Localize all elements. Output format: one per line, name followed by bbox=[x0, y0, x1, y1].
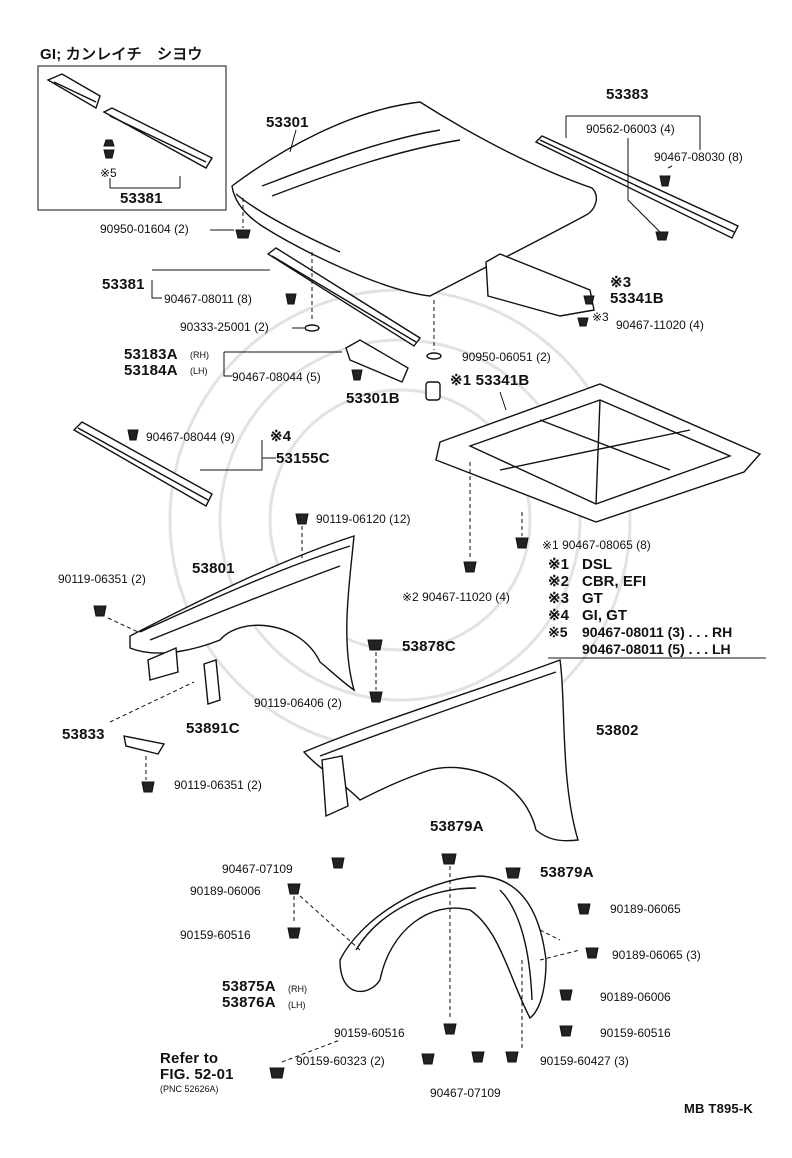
label-weatherstrip: 53381 bbox=[102, 276, 145, 293]
label-insulator-b: 53341B bbox=[610, 290, 664, 307]
label-bolt-e: 90159-60516 bbox=[180, 928, 251, 942]
hinge-bracket bbox=[345, 339, 409, 383]
label-bolt-i: 90159-60427 (3) bbox=[540, 1054, 629, 1068]
hood-insulator bbox=[435, 383, 762, 523]
label-bolt-b: 90119-06351 (2) bbox=[58, 572, 146, 586]
inset-mark: ※5 bbox=[100, 166, 117, 180]
front-fender-lh bbox=[129, 535, 356, 692]
label-refer-1: Refer to bbox=[160, 1050, 219, 1067]
hood-bumper bbox=[425, 381, 441, 401]
legend-text: GT bbox=[582, 590, 603, 607]
label-mark3b: ※3 bbox=[592, 310, 609, 324]
label-bolt-d: 90119-06351 (2) bbox=[174, 778, 262, 792]
legend-text: CBR, EFI bbox=[582, 573, 647, 590]
label-cushion-b: 90950-06051 (2) bbox=[462, 350, 551, 364]
legend-mark: ※3 bbox=[548, 590, 569, 607]
legend-text: 90467-08011 (3) . . . RH bbox=[582, 624, 733, 640]
cushion-icon bbox=[235, 229, 251, 239]
legend-mark: ※1 bbox=[548, 556, 569, 573]
label-liner-rh-side: (RH) bbox=[288, 984, 307, 994]
label-bracket-lh: 53184A bbox=[124, 362, 178, 379]
label-nut-c: 90189-06006 bbox=[190, 884, 261, 898]
inset-part-number: 53381 bbox=[120, 190, 163, 207]
wheel-liner bbox=[339, 875, 547, 1020]
label-bracket-rh: 53183A bbox=[124, 346, 178, 363]
label-lh: (LH) bbox=[190, 366, 208, 376]
label-bumper: 53301B bbox=[346, 390, 400, 407]
label-clip-c: 90467-11020 (4) bbox=[616, 318, 704, 332]
stay-rod bbox=[534, 135, 739, 239]
label-nut-b: 53879A bbox=[540, 864, 594, 881]
legend-row: ※5 90467-08011 (3) . . . RH bbox=[548, 624, 778, 641]
label-cushion-a: 90950-01604 (2) bbox=[100, 222, 189, 236]
label-insulator-main: ※1 53341B bbox=[450, 372, 530, 389]
label-fender-lh: 53801 bbox=[192, 560, 235, 577]
legend-row: ※1 DSL bbox=[548, 556, 778, 573]
inset-clip-icon bbox=[103, 139, 115, 147]
legend: ※1 DSL ※2 CBR, EFI ※3 GT ※4 GI, GT ※5 90467-0… bbox=[548, 556, 778, 658]
label-nut-d: 90189-06065 bbox=[610, 902, 681, 916]
label-nut-a: 53879A bbox=[430, 818, 484, 835]
inset-strip-right bbox=[102, 107, 213, 169]
label-clip-e: 90467-08044 (9) bbox=[146, 430, 235, 444]
legend-text: DSL bbox=[582, 556, 612, 573]
legend-text: GI, GT bbox=[582, 607, 627, 624]
label-stay: 53383 bbox=[606, 86, 649, 103]
label-mark3: ※3 bbox=[610, 274, 632, 291]
bracket-icon bbox=[367, 639, 383, 651]
label-screw-a: 90562-06003 (4) bbox=[586, 122, 675, 136]
small-insulator bbox=[485, 253, 595, 317]
label-bolt-a: 90119-06120 (12) bbox=[316, 512, 411, 526]
label-refer-2: FIG. 52-01 bbox=[160, 1066, 234, 1083]
label-seal: 53155C bbox=[276, 450, 330, 467]
label-clip-f: ※1 90467-08065 (8) bbox=[542, 538, 651, 552]
hood-seal bbox=[72, 421, 213, 507]
label-liner-lh: 53876A bbox=[222, 994, 276, 1011]
label-clip-b: 90467-08011 (8) bbox=[164, 292, 252, 306]
label-clip-a: 90467-08030 (8) bbox=[654, 150, 743, 164]
label-clip-i: 90467-07109 bbox=[430, 1086, 501, 1100]
inset-frame bbox=[37, 65, 227, 211]
label-hood: 53301 bbox=[266, 114, 309, 131]
label-bolt-f: 90159-60516 bbox=[334, 1026, 405, 1040]
label-clip-g: ※2 90467-11020 (4) bbox=[402, 590, 510, 604]
plug-icon bbox=[304, 324, 320, 332]
label-liner-rh: 53875A bbox=[222, 978, 276, 995]
legend-mark: ※2 bbox=[548, 573, 569, 590]
label-mark4: ※4 bbox=[270, 428, 292, 445]
label-bracket-e: 53833 bbox=[62, 726, 105, 743]
footer-code: MB T895-K bbox=[684, 1101, 753, 1116]
legend-mark: ※5 bbox=[548, 624, 568, 640]
legend-row: ※2 CBR, EFI bbox=[548, 573, 778, 590]
legend-mark: ※4 bbox=[548, 607, 569, 624]
label-bracket-d: 53891C bbox=[186, 720, 240, 737]
label-liner-lh-side: (LH) bbox=[288, 1000, 306, 1010]
fender-stay bbox=[123, 735, 166, 755]
front-fender-rh bbox=[302, 659, 579, 842]
label-clip-d: 90467-08044 (5) bbox=[232, 370, 321, 384]
label-nut-f: 90189-06006 bbox=[600, 990, 671, 1004]
label-bracket-c: 53878C bbox=[402, 638, 456, 655]
inset-title: GI; カンレイチ シヨウ bbox=[40, 46, 203, 63]
label-bolt-c: 90119-06406 (2) bbox=[254, 696, 342, 710]
label-rh: (RH) bbox=[190, 350, 209, 360]
weatherstrip bbox=[266, 247, 422, 347]
fender-bracket bbox=[203, 659, 221, 705]
label-fender-rh: 53802 bbox=[596, 722, 639, 739]
label-bolt-g: 90159-60516 bbox=[600, 1026, 671, 1040]
label-bolt-h: 90159-60323 (2) bbox=[296, 1054, 385, 1068]
legend-row: 90467-08011 (5) . . . LH bbox=[548, 641, 778, 658]
legend-row: ※3 GT bbox=[548, 590, 778, 607]
label-nut-e: 90189-06065 (3) bbox=[612, 948, 701, 962]
legend-text: 90467-08011 (5) . . . LH bbox=[582, 641, 731, 657]
label-clip-h: 90467-07109 bbox=[222, 862, 293, 876]
label-refer-3: (PNC 52626A) bbox=[160, 1084, 219, 1094]
legend-row: ※4 GI, GT bbox=[548, 607, 778, 624]
label-plug-a: 90333-25001 (2) bbox=[180, 320, 269, 334]
inset-strip-left bbox=[46, 73, 101, 110]
hood-panel bbox=[231, 101, 598, 297]
